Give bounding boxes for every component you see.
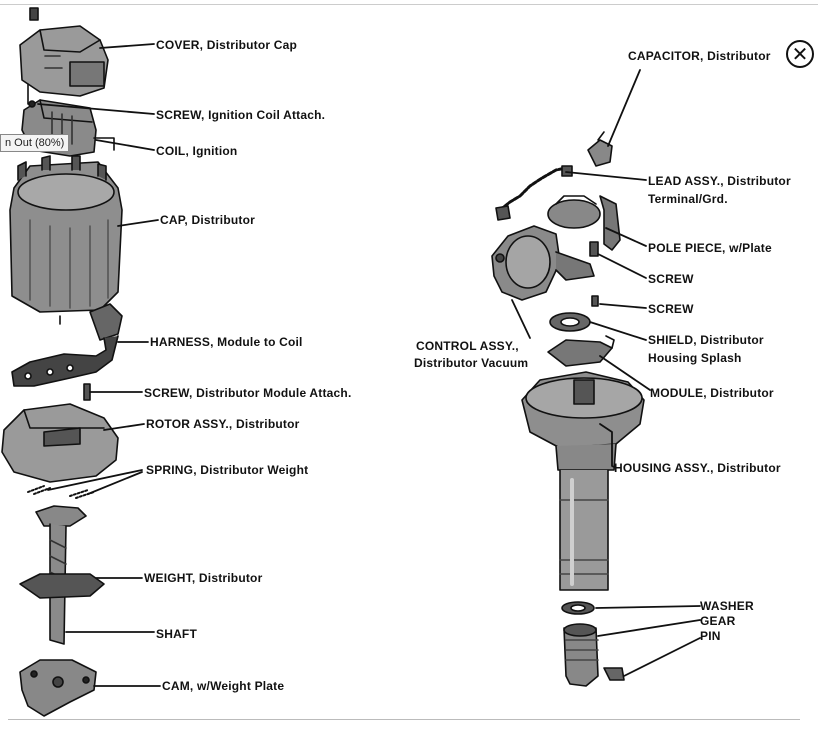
pole-piece-part: [547, 195, 621, 251]
washer-part: [561, 601, 595, 615]
label-housing: HOUSING ASSY., Distributor: [614, 461, 781, 475]
right-screws-part: [589, 241, 599, 307]
label-cover: COVER, Distributor Cap: [156, 38, 298, 52]
housing-part: [521, 371, 645, 591]
module-screw-part: [83, 383, 91, 401]
label-lead-1: LEAD ASSY., Distributor: [648, 174, 791, 188]
lead-part: [495, 165, 573, 221]
cam-part: [19, 659, 97, 717]
control-part: [491, 225, 595, 301]
label-module: MODULE, Distributor: [650, 386, 774, 400]
zoom-tooltip: n Out (80%): [0, 134, 70, 152]
label-control-1: CONTROL ASSY.,: [416, 339, 519, 353]
label-coil: COIL, Ignition: [156, 144, 238, 158]
leader-lines: [37, 43, 701, 687]
label-shaft: SHAFT: [156, 627, 197, 641]
label-weight: WEIGHT, Distributor: [144, 571, 263, 585]
label-control-2: Distributor Vacuum: [414, 356, 529, 370]
clip-part: [29, 7, 39, 21]
bottom-divider: [8, 719, 800, 720]
close-icon[interactable]: ✕: [791, 42, 809, 66]
label-harness: HARNESS, Module to Coil: [150, 335, 303, 349]
close-button[interactable]: ✕: [786, 40, 814, 68]
label-cam: CAM, w/Weight Plate: [162, 679, 285, 693]
shield-part: [549, 312, 591, 332]
rotor-part: [1, 403, 119, 483]
label-pole-piece: POLE PIECE, w/Plate: [648, 241, 772, 255]
label-screw-coil: SCREW, Ignition Coil Attach.: [156, 108, 326, 122]
label-screw-r1: SCREW: [648, 272, 694, 286]
label-shield-2: Housing Splash: [648, 351, 742, 365]
label-cap: CAP, Distributor: [160, 213, 255, 227]
cover-part: [19, 25, 109, 107]
label-gear: GEAR: [700, 614, 736, 628]
label-washer: WASHER: [700, 599, 754, 613]
label-pin: PIN: [700, 629, 721, 643]
label-spring: SPRING, Distributor Weight: [146, 463, 309, 477]
module-part: [547, 335, 615, 367]
pin-part: [603, 667, 625, 681]
label-screw-module: SCREW, Distributor Module Attach.: [144, 386, 352, 400]
label-rotor: ROTOR ASSY., Distributor: [146, 417, 300, 431]
label-screw-r2: SCREW: [648, 302, 694, 316]
shaft-part: [19, 505, 105, 645]
label-shield-1: SHIELD, Distributor: [648, 333, 764, 347]
label-lead-2: Terminal/Grd.: [648, 192, 728, 206]
gear-part: [563, 623, 599, 687]
top-divider: [0, 4, 818, 5]
cap-part: [9, 155, 123, 325]
label-capacitor: CAPACITOR, Distributor: [628, 49, 771, 63]
harness-part: [11, 303, 123, 387]
capacitor-part: [587, 131, 613, 167]
